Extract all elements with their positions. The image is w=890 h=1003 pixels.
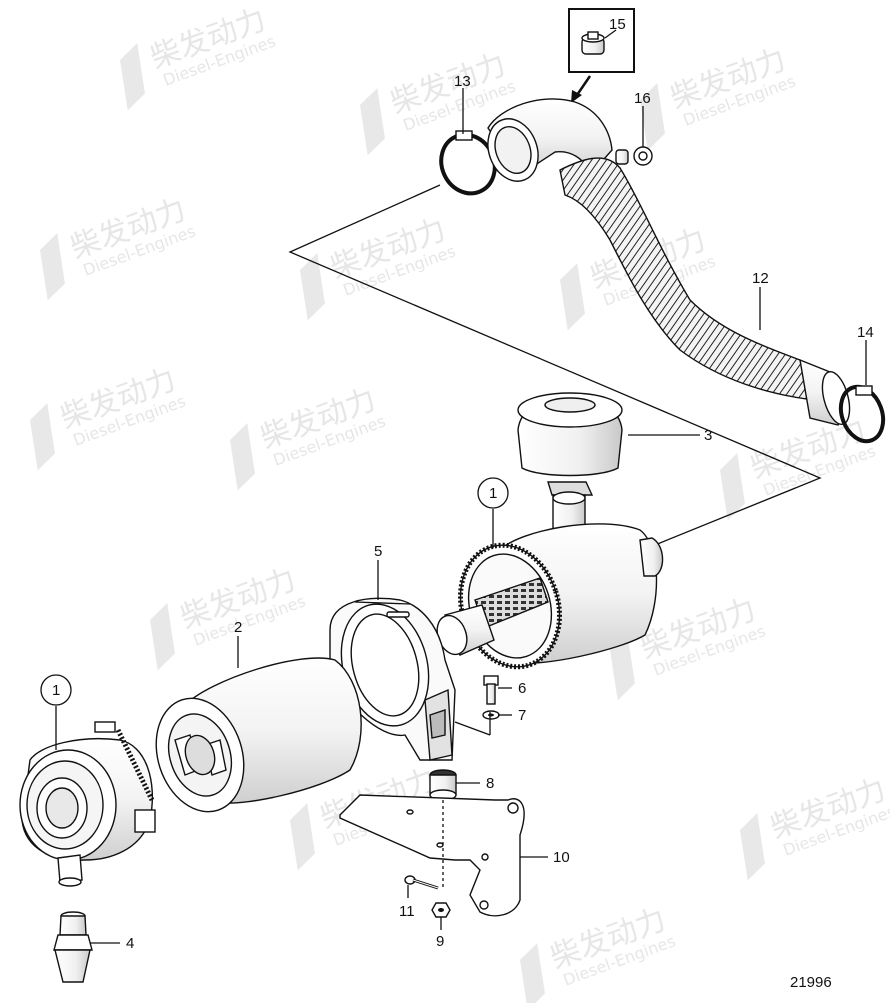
callout-9: 9 xyxy=(436,933,444,950)
callout-1b-circle xyxy=(40,674,72,706)
callout-1-circle xyxy=(477,477,509,509)
part-6-bolt xyxy=(483,675,499,705)
callout-8: 8 xyxy=(486,775,494,792)
callout-7: 7 xyxy=(518,707,526,724)
part-9-nut xyxy=(431,902,451,918)
part-3-rain-cap xyxy=(517,392,623,496)
part-7-washer xyxy=(482,710,500,720)
part-5-bracket xyxy=(329,597,456,761)
callout-12: 12 xyxy=(752,270,769,287)
drawing-number: 21996 xyxy=(790,974,832,991)
watermark: 柴发动力 Diesel-Engines xyxy=(230,382,388,491)
callout-15: 15 xyxy=(609,16,626,33)
watermark: 柴发动力 Diesel-Engines xyxy=(150,562,308,671)
part-16-nipple xyxy=(615,146,653,166)
watermark: 柴发动力 Diesel-Engines xyxy=(520,902,678,1003)
part-12-hose xyxy=(487,98,851,426)
part-10-mounting-plate xyxy=(339,794,525,917)
watermark: 柴发动力 Diesel-Engines xyxy=(120,2,278,111)
callout-4: 4 xyxy=(126,935,134,952)
callout-labels: 15 13 16 12 14 3 1 5 2 1 6 7 8 10 11 9 4 xyxy=(40,16,874,952)
callout-1b: 1 xyxy=(52,682,60,699)
callout-10: 10 xyxy=(553,849,570,866)
part-1-air-filter-housing xyxy=(436,491,664,670)
watermark: 柴发动力 Diesel-Engines xyxy=(640,42,798,151)
callout-13: 13 xyxy=(454,73,471,90)
watermark: 柴发动力 Diesel-Engines xyxy=(300,212,458,321)
watermark: 柴发动力 Diesel-Engines xyxy=(720,412,878,521)
leader-6-7 xyxy=(454,721,491,736)
part-8-rubber-mount xyxy=(429,769,457,801)
part-15-detail-box xyxy=(568,8,635,103)
callout-5: 5 xyxy=(374,543,382,560)
part-4-dust-valve xyxy=(53,911,93,983)
callout-11: 11 xyxy=(399,903,415,920)
part-1-end-cap xyxy=(19,721,156,887)
part-2-filter-element xyxy=(155,657,362,813)
leader-lines xyxy=(55,29,867,944)
callout-1: 1 xyxy=(489,485,497,502)
part-14-clamp xyxy=(838,384,886,444)
callout-14: 14 xyxy=(857,324,874,341)
callout-16: 16 xyxy=(634,90,651,107)
watermark: 柴发动力 Diesel-Engines xyxy=(30,362,188,471)
hose-alignment-line xyxy=(288,184,822,546)
watermark: 柴发动力 Diesel-Engines xyxy=(740,772,890,881)
callout-2: 2 xyxy=(234,619,242,636)
watermark: 柴发动力 Diesel-Engines xyxy=(40,192,198,301)
alignment-lines xyxy=(288,184,822,546)
part-11-screw xyxy=(404,875,439,890)
callout-3: 3 xyxy=(704,427,712,444)
callout-6: 6 xyxy=(518,680,526,697)
